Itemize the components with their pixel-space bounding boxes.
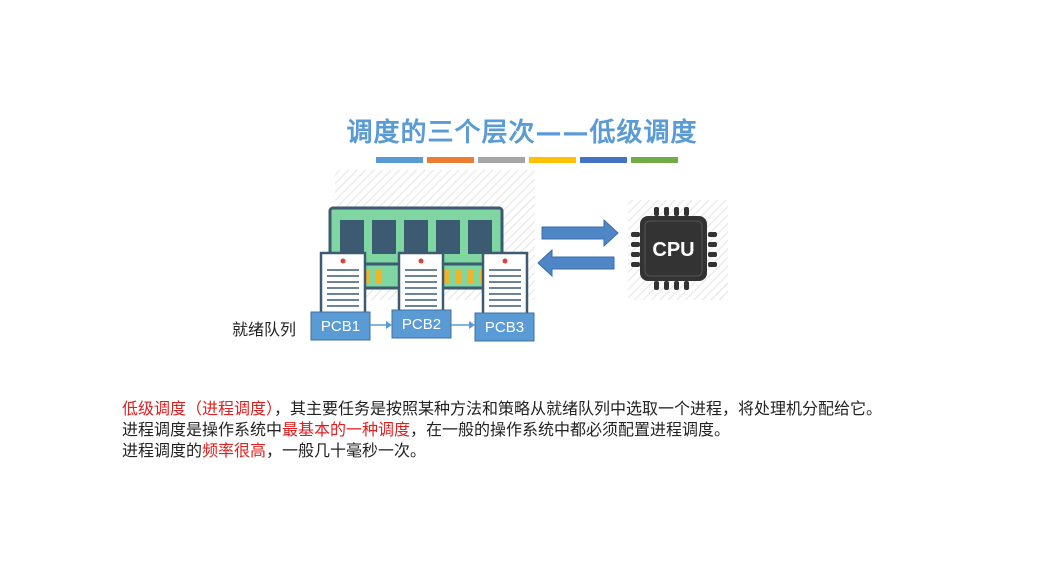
pcb2-box: PCB2 xyxy=(391,309,452,339)
pcb1-box: PCB1 xyxy=(310,311,371,341)
accent-bar-darkblue xyxy=(580,157,627,163)
accent-bar-gray xyxy=(478,157,525,163)
low-level-scheduling-term: 低级调度（进程调度） xyxy=(122,399,275,418)
pcb3-box: PCB3 xyxy=(474,312,535,342)
description-line-3: 进程调度的频率很高，一般几十毫秒一次。 xyxy=(122,440,922,461)
cpu-label: CPU xyxy=(652,239,694,261)
cpu-chip-icon: CPU xyxy=(631,207,717,290)
description-line-3-post: ，一般几十毫秒一次。 xyxy=(266,441,427,460)
most-basic-scheduling-term: 最基本的一种调度 xyxy=(282,420,411,439)
description-line-1-rest: ，其主要任务是按照某种方法和策略从就绪队列中选取一个进程，将处理机分配给它。 xyxy=(274,399,883,418)
pcb2-document-icon xyxy=(397,251,445,317)
dispatch-arrow-right xyxy=(541,218,619,248)
pcb3-label: PCB3 xyxy=(485,319,524,336)
description-line-2: 进程调度是操作系统中最基本的一种调度，在一般的操作系统中都必须配置进程调度。 xyxy=(122,419,922,440)
accent-bar-yellow xyxy=(529,157,576,163)
description-line-2-pre: 进程调度是操作系统中 xyxy=(122,420,283,439)
accent-bar-orange xyxy=(427,157,474,163)
pcb1-document-icon xyxy=(319,251,367,317)
pcb3-document-icon xyxy=(481,251,529,317)
pcb1-label: PCB1 xyxy=(321,318,360,335)
description-line-2-post: ，在一般的操作系统中都必须配置进程调度。 xyxy=(410,420,731,439)
description-line-3-pre: 进程调度的 xyxy=(122,441,203,460)
accent-bar-green xyxy=(631,157,678,163)
description-text: 低级调度（进程调度），其主要任务是按照某种方法和策略从就绪队列中选取一个进程，将… xyxy=(122,398,922,461)
pcb2-label: PCB2 xyxy=(402,316,441,333)
title-accent-bars xyxy=(376,157,678,163)
accent-bar-blue xyxy=(376,157,423,163)
description-line-1: 低级调度（进程调度），其主要任务是按照某种方法和策略从就绪队列中选取一个进程，将… xyxy=(122,398,922,419)
slide-title: 调度的三个层次——低级调度 xyxy=(346,118,698,148)
return-arrow-left xyxy=(537,248,615,278)
ready-queue-label: 就绪队列 xyxy=(232,320,297,339)
high-frequency-term: 频率很高 xyxy=(202,441,267,460)
